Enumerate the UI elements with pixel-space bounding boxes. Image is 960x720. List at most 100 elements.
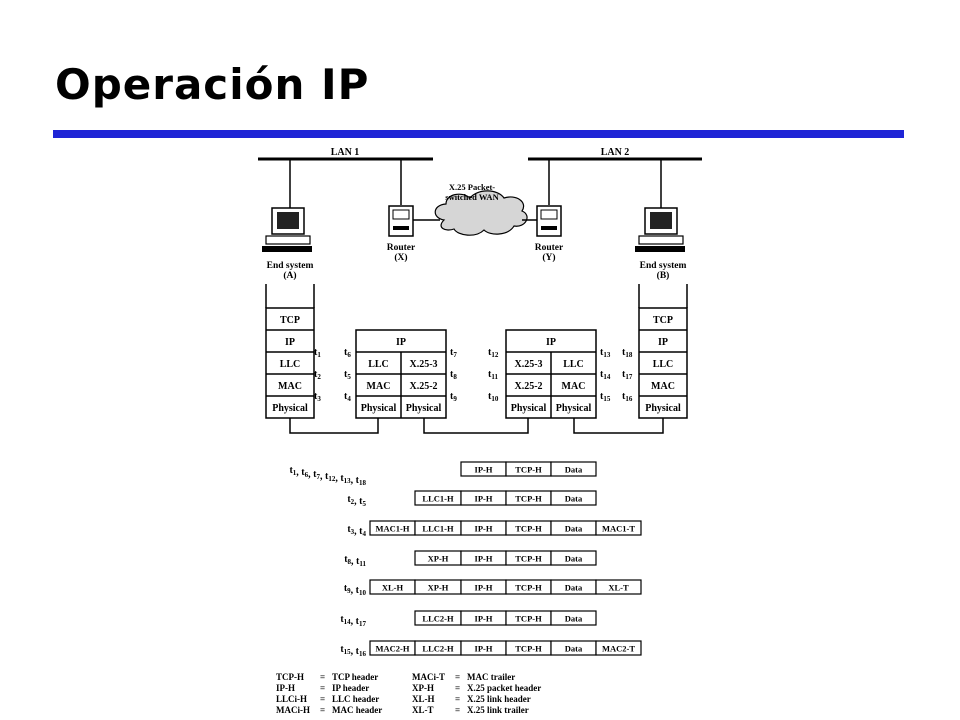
legend-meaning: X.25 packet header bbox=[467, 683, 541, 693]
legend-abbr: LLCi-H bbox=[276, 694, 307, 704]
legend-eq: = bbox=[455, 683, 460, 693]
time-label-t5: t5 bbox=[344, 369, 351, 381]
frame-field-label: TCP-H bbox=[515, 583, 542, 593]
frame-field-label: TCP-H bbox=[515, 644, 542, 654]
router-y-left-x25-2: X.25-2 bbox=[514, 381, 542, 392]
end-system-a-id: (A) bbox=[283, 270, 296, 281]
time-label-t13: t13 bbox=[600, 347, 611, 359]
frame-field-label: XP-H bbox=[428, 583, 449, 593]
time-label-t7: t7 bbox=[450, 347, 457, 359]
legend-abbr: TCP-H bbox=[276, 672, 304, 682]
frame-field-label: Data bbox=[565, 524, 583, 534]
router-y-id: (Y) bbox=[542, 252, 555, 263]
frame-time-label: t3, t4 bbox=[347, 524, 366, 538]
router-y-stack bbox=[505, 329, 597, 419]
frame-time-label: t15, t16 bbox=[340, 644, 366, 658]
physical-link-y-b bbox=[573, 418, 664, 434]
legend-meaning: TCP header bbox=[332, 672, 378, 682]
router-x-id: (X) bbox=[394, 252, 407, 263]
frame-field-label: IP-H bbox=[475, 494, 493, 504]
legend-abbr: XL-T bbox=[412, 705, 434, 715]
host-b-layer-llc: LLC bbox=[653, 359, 674, 370]
legend-meaning: LLC header bbox=[332, 694, 379, 704]
time-label-t11: t11 bbox=[488, 369, 498, 381]
frame-field-box bbox=[550, 490, 597, 506]
frame-field-label: IP-H bbox=[475, 614, 493, 624]
frame-field-label: MAC2-T bbox=[602, 644, 635, 654]
frame-field-label: IP-H bbox=[475, 583, 493, 593]
frame-field-box bbox=[550, 461, 597, 477]
time-labels: t1t2t3t6t5t4t7t8t9t12t11t10t13t14t15t18t… bbox=[314, 347, 633, 403]
frame-field-label: IP-H bbox=[475, 554, 493, 564]
legend-abbr: MACi-H bbox=[276, 705, 310, 715]
frame-time-label: t1, t6, t7, t12, t13, t18 bbox=[289, 465, 366, 487]
host-a-layer-llc: LLC bbox=[280, 359, 301, 370]
router-y-left-physical: Physical bbox=[511, 403, 547, 414]
wan-label-line2: switched WAN bbox=[445, 192, 499, 202]
router-x-icon bbox=[388, 205, 414, 237]
lan1-label: LAN 1 bbox=[331, 147, 360, 158]
time-label-t8: t8 bbox=[450, 369, 457, 381]
router-x-right-physical: Physical bbox=[406, 403, 442, 414]
router-x-layer-ip: IP bbox=[396, 337, 406, 348]
legend-eq: = bbox=[320, 694, 325, 704]
frame-field-box bbox=[595, 579, 642, 595]
host-b-layer-mac: MAC bbox=[651, 381, 675, 392]
router-x-label: Router bbox=[387, 243, 416, 253]
frame-field-label: MAC2-H bbox=[376, 644, 410, 654]
frame-field-box bbox=[595, 520, 642, 536]
host-b-layer-tcp: TCP bbox=[653, 315, 673, 326]
legend-meaning: MAC trailer bbox=[467, 672, 515, 682]
legend-meaning: X.25 link header bbox=[467, 694, 531, 704]
frame-field-box bbox=[550, 610, 597, 626]
frame-field-label: XL-H bbox=[382, 583, 404, 593]
host-a-layer-physical: Physical bbox=[272, 403, 308, 414]
frame-field-label: XP-H bbox=[428, 554, 449, 564]
frame-field-label: Data bbox=[565, 614, 583, 624]
router-y-layer-ip: IP bbox=[546, 337, 556, 348]
legend-eq: = bbox=[320, 705, 325, 715]
frame-field-label: LLC1-H bbox=[422, 494, 454, 504]
computer-a-icon bbox=[262, 207, 312, 252]
time-label-t15: t15 bbox=[600, 391, 611, 403]
frame-field-label: TCP-H bbox=[515, 614, 542, 624]
host-b-stack bbox=[638, 284, 688, 419]
host-b-layer-physical: Physical bbox=[645, 403, 681, 414]
frame-field-label: IP-H bbox=[475, 465, 493, 475]
frame-field-label: LLC2-H bbox=[422, 644, 454, 654]
router-x-left-llc: LLC bbox=[368, 359, 389, 370]
legend: TCP-H = TCP header IP-H = IP header LLCi… bbox=[276, 672, 541, 715]
legend-eq: = bbox=[455, 705, 460, 715]
router-y-icon bbox=[536, 205, 562, 237]
frame-field-label: IP-H bbox=[475, 644, 493, 654]
legend-eq: = bbox=[320, 672, 325, 682]
wan-label-line1: X.25 Packet- bbox=[449, 182, 495, 192]
frame-field-label: TCP-H bbox=[515, 494, 542, 504]
end-system-a-label: End system bbox=[267, 261, 314, 271]
time-label-t9: t9 bbox=[450, 391, 457, 403]
time-label-t10: t10 bbox=[488, 391, 499, 403]
host-a-layer-mac: MAC bbox=[278, 381, 302, 392]
frame-field-box bbox=[550, 550, 597, 566]
end-system-b-label: End system bbox=[640, 261, 687, 271]
legend-eq: = bbox=[455, 694, 460, 704]
frame-field-label: LLC1-H bbox=[422, 524, 454, 534]
frame-time-label: t2, t5 bbox=[347, 494, 366, 508]
frame-field-label: MAC1-T bbox=[602, 524, 635, 534]
computer-b-icon bbox=[635, 207, 685, 252]
legend-eq: = bbox=[455, 672, 460, 682]
time-label-t6: t6 bbox=[344, 347, 351, 359]
physical-link-a-x bbox=[289, 418, 379, 434]
router-y-right-mac: MAC bbox=[562, 381, 586, 392]
host-a-layer-ip: IP bbox=[285, 337, 295, 348]
router-y-right-llc: LLC bbox=[563, 359, 584, 370]
frame-time-label: t14, t17 bbox=[340, 614, 366, 628]
frame-field-label: Data bbox=[565, 583, 583, 593]
physical-link-x-y bbox=[423, 418, 529, 434]
legend-abbr: MACi-T bbox=[412, 672, 445, 682]
host-b-layer-ip: IP bbox=[658, 337, 668, 348]
router-x-right-x25-3: X.25-3 bbox=[409, 359, 437, 370]
frame-field-label: Data bbox=[565, 494, 583, 504]
